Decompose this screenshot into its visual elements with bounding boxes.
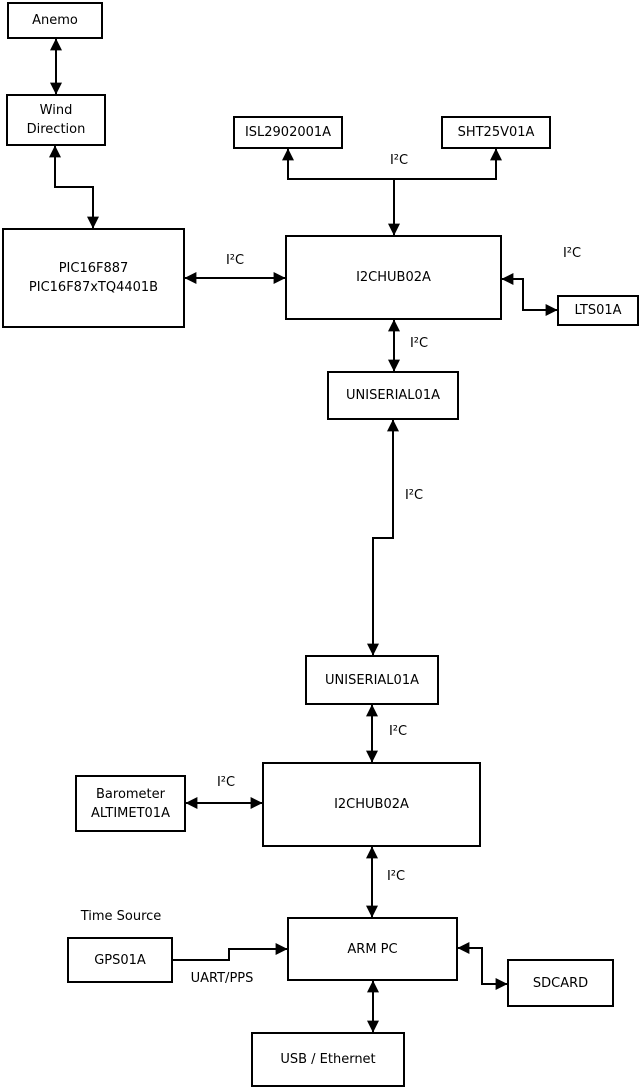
node-wind-direction-line1: Wind [39, 103, 73, 118]
edge-label-i2c-sensors-bus: I²C [389, 153, 409, 168]
node-isl2902001a-label: ISL2902001A [244, 125, 332, 140]
connector-wind-pic [49, 145, 99, 229]
connector-armpc-sdcard [457, 942, 508, 990]
edge-label-i2c-barometer-hub2: I²C [216, 775, 236, 790]
node-i2chub02a-1-label: I2CHUB02A [356, 270, 431, 285]
edge-label-i2c-uniserial1-uniserial2: I²C [404, 488, 424, 503]
edge-label-i2c-hub2-armpc: I²C [386, 869, 406, 884]
node-gps01a: GPS01A [67, 937, 173, 983]
node-barometer-line1: Barometer [96, 786, 165, 802]
connector-uniserial1-uniserial2 [367, 419, 399, 656]
node-usb-ethernet: USB / Ethernet [251, 1032, 405, 1087]
node-wind-direction-line2: Direction [26, 122, 86, 137]
edge-label-uart-pps: UART/PPS [190, 971, 254, 986]
node-wind-direction: Wind Direction [6, 94, 106, 146]
node-arm-pc: ARM PC [287, 917, 458, 981]
connector-bus-sht [394, 148, 502, 180]
node-i2chub02a-1: I2CHUB02A [285, 235, 502, 320]
node-uniserial01a-1: UNISERIAL01A [327, 371, 459, 420]
node-barometer-altimet01a: Barometer ALTIMET01A [75, 775, 186, 832]
node-anemo: Anemo [7, 2, 103, 39]
annotation-time-source: Time Source [80, 909, 162, 924]
node-lts01a-label: LTS01A [574, 303, 622, 318]
edge-label-i2c-hub1-lts: I²C [562, 246, 582, 261]
node-pic16f887: PIC16F887 PIC16F87xTQ4401B [2, 228, 185, 328]
edge-label-i2c-uniserial2-hub2: I²C [388, 724, 408, 739]
edge-label-i2c-hub1-uniserial1: I²C [409, 336, 429, 351]
node-barometer-line2: ALTIMET01A [91, 805, 170, 821]
node-pic16f887-line2: PIC16F87xTQ4401B [28, 280, 159, 295]
node-sdcard: SDCARD [507, 959, 614, 1007]
node-pic16f887-line1: PIC16F887 [58, 261, 129, 276]
connector-gps-armpc [173, 943, 288, 961]
node-uniserial01a-2: UNISERIAL01A [305, 655, 439, 705]
connector-hub1-lts [501, 273, 558, 316]
node-sdcard-label: SDCARD [532, 975, 589, 991]
node-uniserial01a-1-label: UNISERIAL01A [346, 388, 440, 403]
node-usb-ethernet-label: USB / Ethernet [280, 1052, 376, 1067]
connector-bus-isl [282, 148, 394, 180]
node-lts01a: LTS01A [557, 295, 639, 326]
node-uniserial01a-2-label: UNISERIAL01A [325, 672, 419, 688]
node-isl2902001a: ISL2902001A [233, 116, 343, 149]
node-anemo-label: Anemo [32, 13, 78, 28]
edge-label-i2c-pic-hub1: I²C [225, 253, 245, 268]
node-sht25v01a: SHT25V01A [441, 116, 551, 149]
node-sht25v01a-label: SHT25V01A [457, 125, 535, 140]
node-i2chub02a-2: I2CHUB02A [262, 762, 481, 847]
node-gps01a-label: GPS01A [94, 952, 146, 968]
node-arm-pc-label: ARM PC [347, 941, 398, 957]
node-i2chub02a-2-label: I2CHUB02A [334, 797, 409, 812]
